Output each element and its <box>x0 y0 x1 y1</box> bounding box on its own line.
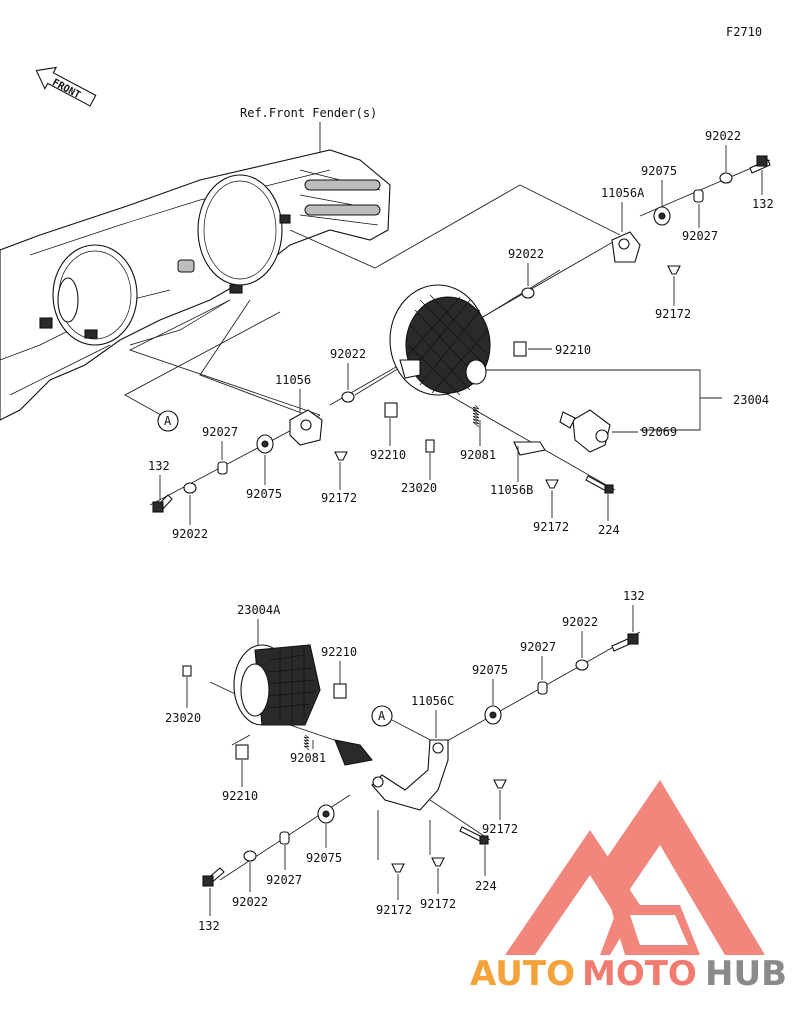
watermark-hub: HUB <box>705 954 787 994</box>
label-92172e: 92172 <box>376 903 412 917</box>
connector <box>289 724 374 766</box>
screw-92172d <box>493 779 507 789</box>
headlight-top <box>389 284 491 396</box>
label-92069: 92069 <box>641 425 677 439</box>
label-92022c: 92022 <box>330 347 366 361</box>
label-92027c: 92027 <box>266 873 302 887</box>
label-92172d: 92172 <box>482 822 518 836</box>
top-labels: 92022 92075 11056A 92027 132 92022 92172… <box>148 129 774 541</box>
label-92172c: 92172 <box>533 520 569 534</box>
screw-92172a <box>667 265 681 275</box>
label-92075c: 92075 <box>306 851 342 865</box>
bottom-labels: 23004A 92210 23020 92210 92081 132 92022… <box>165 589 645 933</box>
bracket-11056a <box>611 231 641 263</box>
label-92172b: 92172 <box>321 491 357 505</box>
figure-code: F2710 <box>726 25 762 39</box>
label-92210a: 92210 <box>555 343 591 357</box>
collar-92027b <box>217 461 228 475</box>
label-92075a: 92075 <box>641 164 677 178</box>
label-92027a: 92027 <box>682 229 718 243</box>
watermark-moto: MOTO <box>582 954 697 994</box>
label-224b: 224 <box>475 879 497 893</box>
label-92081: 92081 <box>460 448 496 462</box>
label-23004: 23004 <box>733 393 769 407</box>
label-92022b: 92022 <box>508 247 544 261</box>
washer-92022d <box>341 391 355 403</box>
bracket-11056b <box>513 441 546 456</box>
nut-92210d <box>235 744 249 760</box>
collar-92027d <box>279 831 290 845</box>
label-92075b: 92075 <box>246 487 282 501</box>
label-23020: 23020 <box>401 481 437 495</box>
label-23004A: 23004A <box>237 603 281 617</box>
label-92172f: 92172 <box>420 897 456 911</box>
label-132a: 132 <box>752 197 774 211</box>
nut-92210b <box>384 402 398 418</box>
label-132b: 132 <box>148 459 170 473</box>
label-92027b: 92027 <box>202 425 238 439</box>
nut-23020b <box>182 665 192 677</box>
spring-92081b <box>303 734 310 751</box>
bulb-92069 <box>559 409 611 453</box>
label-92210c: 92210 <box>321 645 357 659</box>
watermark-text: AUTO MOTO HUB <box>470 954 787 994</box>
label-11056B: 11056B <box>490 483 533 497</box>
callout-a-top <box>157 410 179 432</box>
nut-92210c <box>333 683 347 699</box>
label-224a: 224 <box>598 523 620 537</box>
callout-a-bottom-label: A <box>378 709 386 723</box>
label-11056: 11056 <box>275 373 311 387</box>
label-92075d: 92075 <box>472 663 508 677</box>
screw-92172b <box>334 451 348 461</box>
screw-92172c <box>545 479 559 489</box>
label-11056C: 11056C <box>411 694 454 708</box>
bracket-11056 <box>289 409 323 446</box>
label-92022a: 92022 <box>705 129 741 143</box>
callout-a-bottom <box>371 705 393 727</box>
label-92022d: 92022 <box>172 527 208 541</box>
label-92022f: 92022 <box>562 615 598 629</box>
callout-a-top-label: A <box>164 414 172 428</box>
screw-92172f <box>431 857 445 867</box>
bracket-11056c <box>371 739 449 811</box>
label-11056A: 11056A <box>601 186 645 200</box>
collar-92027a <box>693 189 704 203</box>
watermark-auto: AUTO <box>470 954 575 994</box>
washer-92022b <box>521 287 535 299</box>
front-fender <box>0 149 391 421</box>
spring-92081 <box>472 404 480 428</box>
washer-92022e <box>575 659 589 671</box>
label-132c: 132 <box>198 919 220 933</box>
label-92172a: 92172 <box>655 307 691 321</box>
collar-92027c <box>537 681 548 695</box>
label-92022e: 92022 <box>232 895 268 909</box>
washer-92022f <box>243 850 257 862</box>
label-92081b: 92081 <box>290 751 326 765</box>
ref-label: Ref.Front Fender(s) <box>240 106 377 120</box>
label-23020b: 23020 <box>165 711 201 725</box>
nut-23020 <box>425 439 435 453</box>
washer-92022c <box>183 482 197 494</box>
washer-92022a <box>719 172 733 184</box>
headlight-23004a <box>233 644 321 726</box>
front-arrow-icon: FRONT <box>35 66 97 107</box>
watermark-logo <box>505 780 765 955</box>
label-92210b: 92210 <box>370 448 406 462</box>
nut-92210a <box>513 341 527 357</box>
label-132d: 132 <box>623 589 645 603</box>
screw-92172e <box>391 863 405 873</box>
label-92210d: 92210 <box>222 789 258 803</box>
label-92027d: 92027 <box>520 640 556 654</box>
